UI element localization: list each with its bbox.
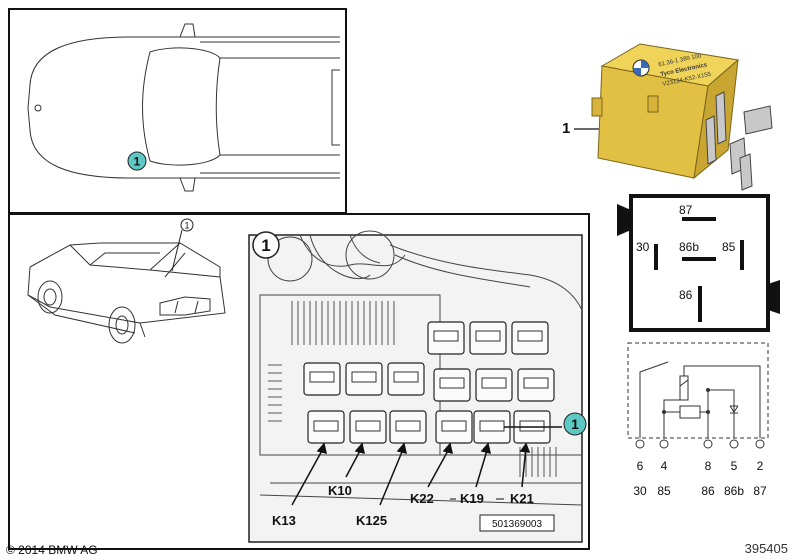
sketch-callout: 1 [171,218,194,272]
pin-30-label: 30 [636,240,650,254]
terminal-designation: 86b [724,484,744,498]
relay-label-k21: K21 [510,491,534,506]
leader-arrows [291,426,562,506]
fuse-box-panel: 1 [8,213,590,550]
pin-85-label: 85 [722,240,736,254]
relay-pins [705,91,773,191]
relay-label-k13: K13 [272,513,296,528]
relay-label-k10: K10 [328,483,352,498]
terminal-number: 6 [637,459,644,473]
circuit-terminal-designations: 30 85 86 86b 87 [633,484,767,498]
code-box-text: 501369003 [492,519,542,530]
fuse-box-callout: 1 [252,231,280,259]
relay-label-k19: K19 [460,491,484,506]
terminal-number: 8 [705,459,712,473]
terminal-number: 2 [757,459,764,473]
pin-86-label: 86 [679,288,693,302]
circuit-terminal-numbers: 6 4 8 5 2 [637,459,764,473]
relay-label-line2: Tyco Electronics [660,62,708,78]
terminal-designation: 85 [657,484,671,498]
callout-marker [252,231,280,259]
relay-label-line1: 61.36-1 389 100 [658,53,703,68]
callout-number: 1 [571,416,579,432]
bmw-logo-icon [632,59,650,77]
pin-layout-diagram: 87 30 86b 85 86 [617,194,780,332]
terminal-designation: 86 [701,484,715,498]
pin-87-label: 87 [679,203,693,217]
vehicle-top-view-drawing: 1 [27,23,340,192]
relay-label-k22: K22 [410,491,434,506]
terminal-number: 5 [731,459,738,473]
relay-label-k125: K125 [356,513,387,528]
callout-marker [127,151,147,171]
top-view-callout: 1 [127,151,147,171]
callout-marker [563,412,587,436]
vehicle-perspective-sketch [27,242,226,344]
callout-number: 1 [134,155,141,169]
callout-marker [180,218,194,232]
copyright-notice: © 2014 BMW AG [6,543,98,557]
fuse-box-drawing: 1 [27,218,587,543]
callout-number: 1 [261,236,270,255]
terminal-designation: 87 [753,484,767,498]
item-number: 1 [562,120,570,137]
terminal-designation: 30 [633,484,647,498]
relay-position-labels: K13 K10 K125 K22 K19 K21 [272,483,534,528]
ribbed-area [268,301,557,477]
image-number: 395405 [744,541,788,556]
terminal-number: 4 [661,459,668,473]
relay-label-line3: V23134-K52-X155 [662,72,712,88]
callout-number: 1 [184,221,189,231]
vehicle-top-view-panel: 1 [8,8,347,214]
code-box [479,514,555,532]
circuit-schematic [627,342,769,439]
pin-86b-label: 86b [679,240,699,254]
relay-callout: 1 [563,412,587,436]
relay-body: 61.36-1 389 100 Tyco Electronics V23134-… [591,43,740,180]
